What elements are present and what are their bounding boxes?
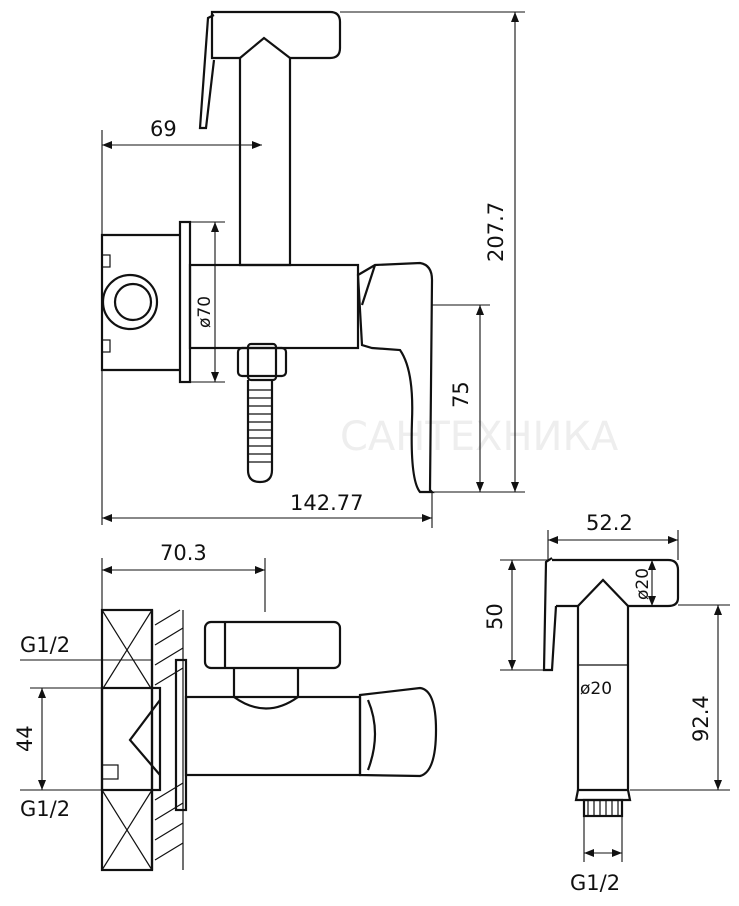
front-view: 69 207.7 75 ø70 142.77 [100,10,525,528]
mixer-body-side [100,620,438,812]
dim-92-4: 92.4 [689,695,713,742]
dimensions-hand-shower: 52.2 50 ø20 ø20 92.4 G1/2 [483,511,730,895]
thread-g12-hand-shower: G1/2 [570,871,620,895]
dim-dia-20-head: ø20 [633,568,653,600]
dim-52-2: 52.2 [586,511,633,535]
hand-shower-detail: 52.2 50 ø20 ø20 92.4 G1/2 [483,511,730,895]
dim-142-77: 142.77 [290,491,363,515]
wall-section [100,608,184,872]
dim-207-7: 207.7 [484,202,508,262]
thread-g12-bottom: G1/2 [20,797,70,821]
watermark: САНТЕХНИКА [340,414,619,460]
dimensions-front: 69 207.7 75 ø70 142.77 [101,11,525,528]
dim-69: 69 [150,117,177,141]
dim-70-3: 70.3 [160,541,207,565]
dim-dia-20-stem: ø20 [580,679,612,699]
dim-75: 75 [449,381,473,408]
dimensions-side: 70.3 G1/2 44 G1/2 [13,541,266,821]
dim-44: 44 [13,725,37,752]
dim-dia-70: ø70 [195,296,215,328]
thread-g12-top: G1/2 [20,633,70,657]
dim-50: 50 [483,603,507,630]
hand-shower-front [198,10,342,267]
side-view: 70.3 G1/2 44 G1/2 [13,541,438,872]
mixer-body-front [100,220,435,494]
